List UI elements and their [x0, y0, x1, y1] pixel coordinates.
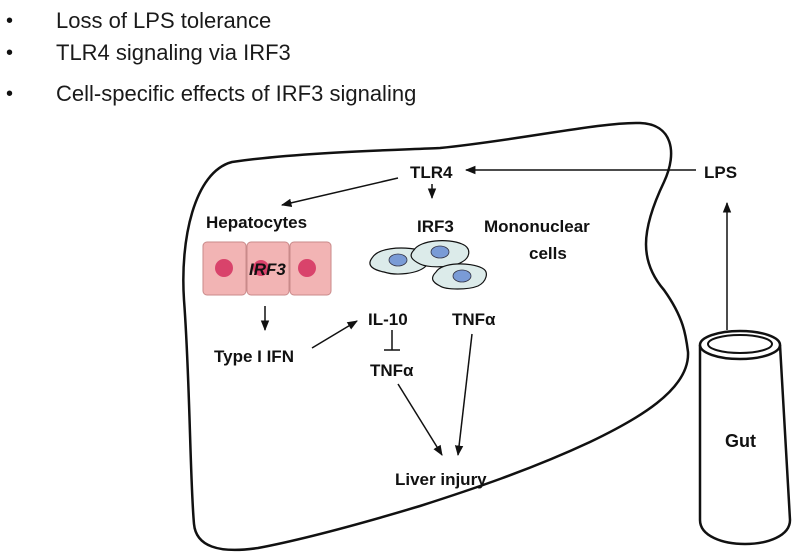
arrow-tnfa-to-liver-injury-left — [397, 383, 443, 456]
hepatocyte-irf3-label: IRF3 — [249, 260, 286, 279]
hepatocyte-nucleus — [215, 259, 233, 277]
tlr4-label: TLR4 — [410, 163, 453, 182]
il10-label: IL-10 — [368, 310, 408, 329]
arrow-tnfa-to-liver-injury-right — [454, 333, 473, 457]
arrow-tlr4-to-hepatocytes — [280, 177, 399, 207]
mononuclear-cells-label: cells — [529, 244, 567, 263]
hepatocytes-label: Hepatocytes — [206, 213, 307, 232]
bullet-marker: • — [6, 83, 14, 105]
tnfa-left-label: TNFα — [370, 361, 414, 380]
hepatocyte-strip — [202, 241, 332, 296]
liver-outline — [182, 121, 690, 552]
bullet-marker: • — [6, 42, 14, 64]
bullet-marker: • — [6, 10, 14, 32]
lps-label: LPS — [704, 163, 737, 182]
gut-tube — [698, 329, 792, 546]
mononuclear-cell-cluster — [369, 240, 487, 290]
mononuclear-label: Mononuclear — [484, 217, 590, 236]
liver-injury-label: Liver injury — [395, 470, 487, 489]
bullet-text-lps-tolerance: Loss of LPS tolerance — [56, 8, 272, 33]
hepatocyte-nucleus — [298, 259, 316, 277]
irf3-label: IRF3 — [417, 217, 454, 236]
gut-label: Gut — [725, 431, 756, 451]
tnfa-right-label: TNFα — [452, 310, 496, 329]
bullet-text-cell-specific: Cell-specific effects of IRF3 signaling — [56, 81, 417, 106]
hepatocyte-nucleus — [253, 260, 269, 276]
bullet-text-tlr4-signaling: TLR4 signaling via IRF3 — [56, 40, 291, 65]
arrow-typei-ifn-to-il10 — [311, 320, 358, 349]
type-i-ifn-label: Type I IFN — [214, 347, 294, 366]
